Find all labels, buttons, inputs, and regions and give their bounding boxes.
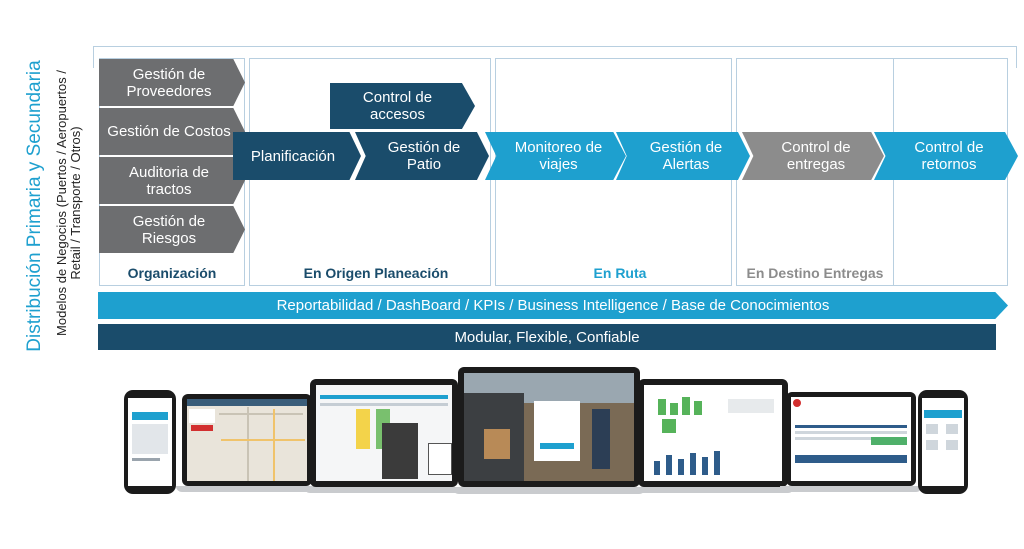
flow-control-retornos: Control de retornos bbox=[874, 132, 1018, 180]
laptop-center-base bbox=[452, 487, 646, 494]
laptop-dashboard-base bbox=[780, 486, 922, 492]
org-item-proveedores: Gestión de Proveedores bbox=[99, 59, 245, 106]
phone-left-screen bbox=[128, 398, 172, 486]
side-title: Distribución Primaria y Secundaria bbox=[24, 60, 45, 352]
laptop-charts-screen bbox=[644, 385, 782, 481]
access-control-box: Control de accesos bbox=[330, 83, 475, 129]
phone-right-screen bbox=[922, 398, 964, 486]
flow-gestion-alertas: Gestión de Alertas bbox=[616, 132, 750, 180]
flow-gestion-patio: Gestión de Patio bbox=[355, 132, 489, 180]
phone-left-device bbox=[124, 390, 176, 494]
phone-right-device bbox=[918, 390, 968, 494]
laptop-table-base bbox=[304, 487, 464, 493]
laptop-center-screen bbox=[464, 373, 634, 481]
label-origen: En Origen Planeación bbox=[303, 265, 449, 281]
label-ruta: En Ruta bbox=[593, 265, 647, 281]
laptop-charts-base bbox=[632, 487, 794, 493]
side-subtitle-line2: Retail / Transporte / Otros) bbox=[68, 126, 83, 280]
laptop-dashboard-device bbox=[786, 392, 916, 486]
laptop-dashboard-screen bbox=[791, 397, 911, 481]
laptop-table-screen bbox=[316, 385, 452, 481]
label-organizacion: Organización bbox=[127, 265, 217, 281]
flow-planificacion: Planificación bbox=[233, 132, 361, 180]
laptop-table-device bbox=[310, 379, 458, 487]
top-bracket bbox=[93, 46, 1017, 68]
modular-bar: Modular, Flexible, Confiable bbox=[98, 324, 996, 350]
laptop-map-base bbox=[176, 486, 318, 492]
org-item-costos: Gestión de Costos bbox=[99, 108, 245, 155]
laptop-map-device bbox=[182, 394, 312, 486]
laptop-map-screen bbox=[187, 399, 307, 481]
laptop-center-device bbox=[458, 367, 640, 487]
laptop-charts-device bbox=[638, 379, 788, 487]
org-item-riesgos: Gestión de Riesgos bbox=[99, 206, 245, 253]
flow-monitoreo-viajes: Monitoreo de viajes bbox=[485, 132, 626, 180]
flow-control-entregas: Control de entregas bbox=[742, 132, 884, 180]
org-item-tractos: Auditoria de tractos bbox=[99, 157, 245, 204]
reporting-bar: Reportabilidad / DashBoard / KPIs / Busi… bbox=[98, 292, 1008, 319]
label-destino: En Destino Entregas bbox=[746, 265, 884, 281]
